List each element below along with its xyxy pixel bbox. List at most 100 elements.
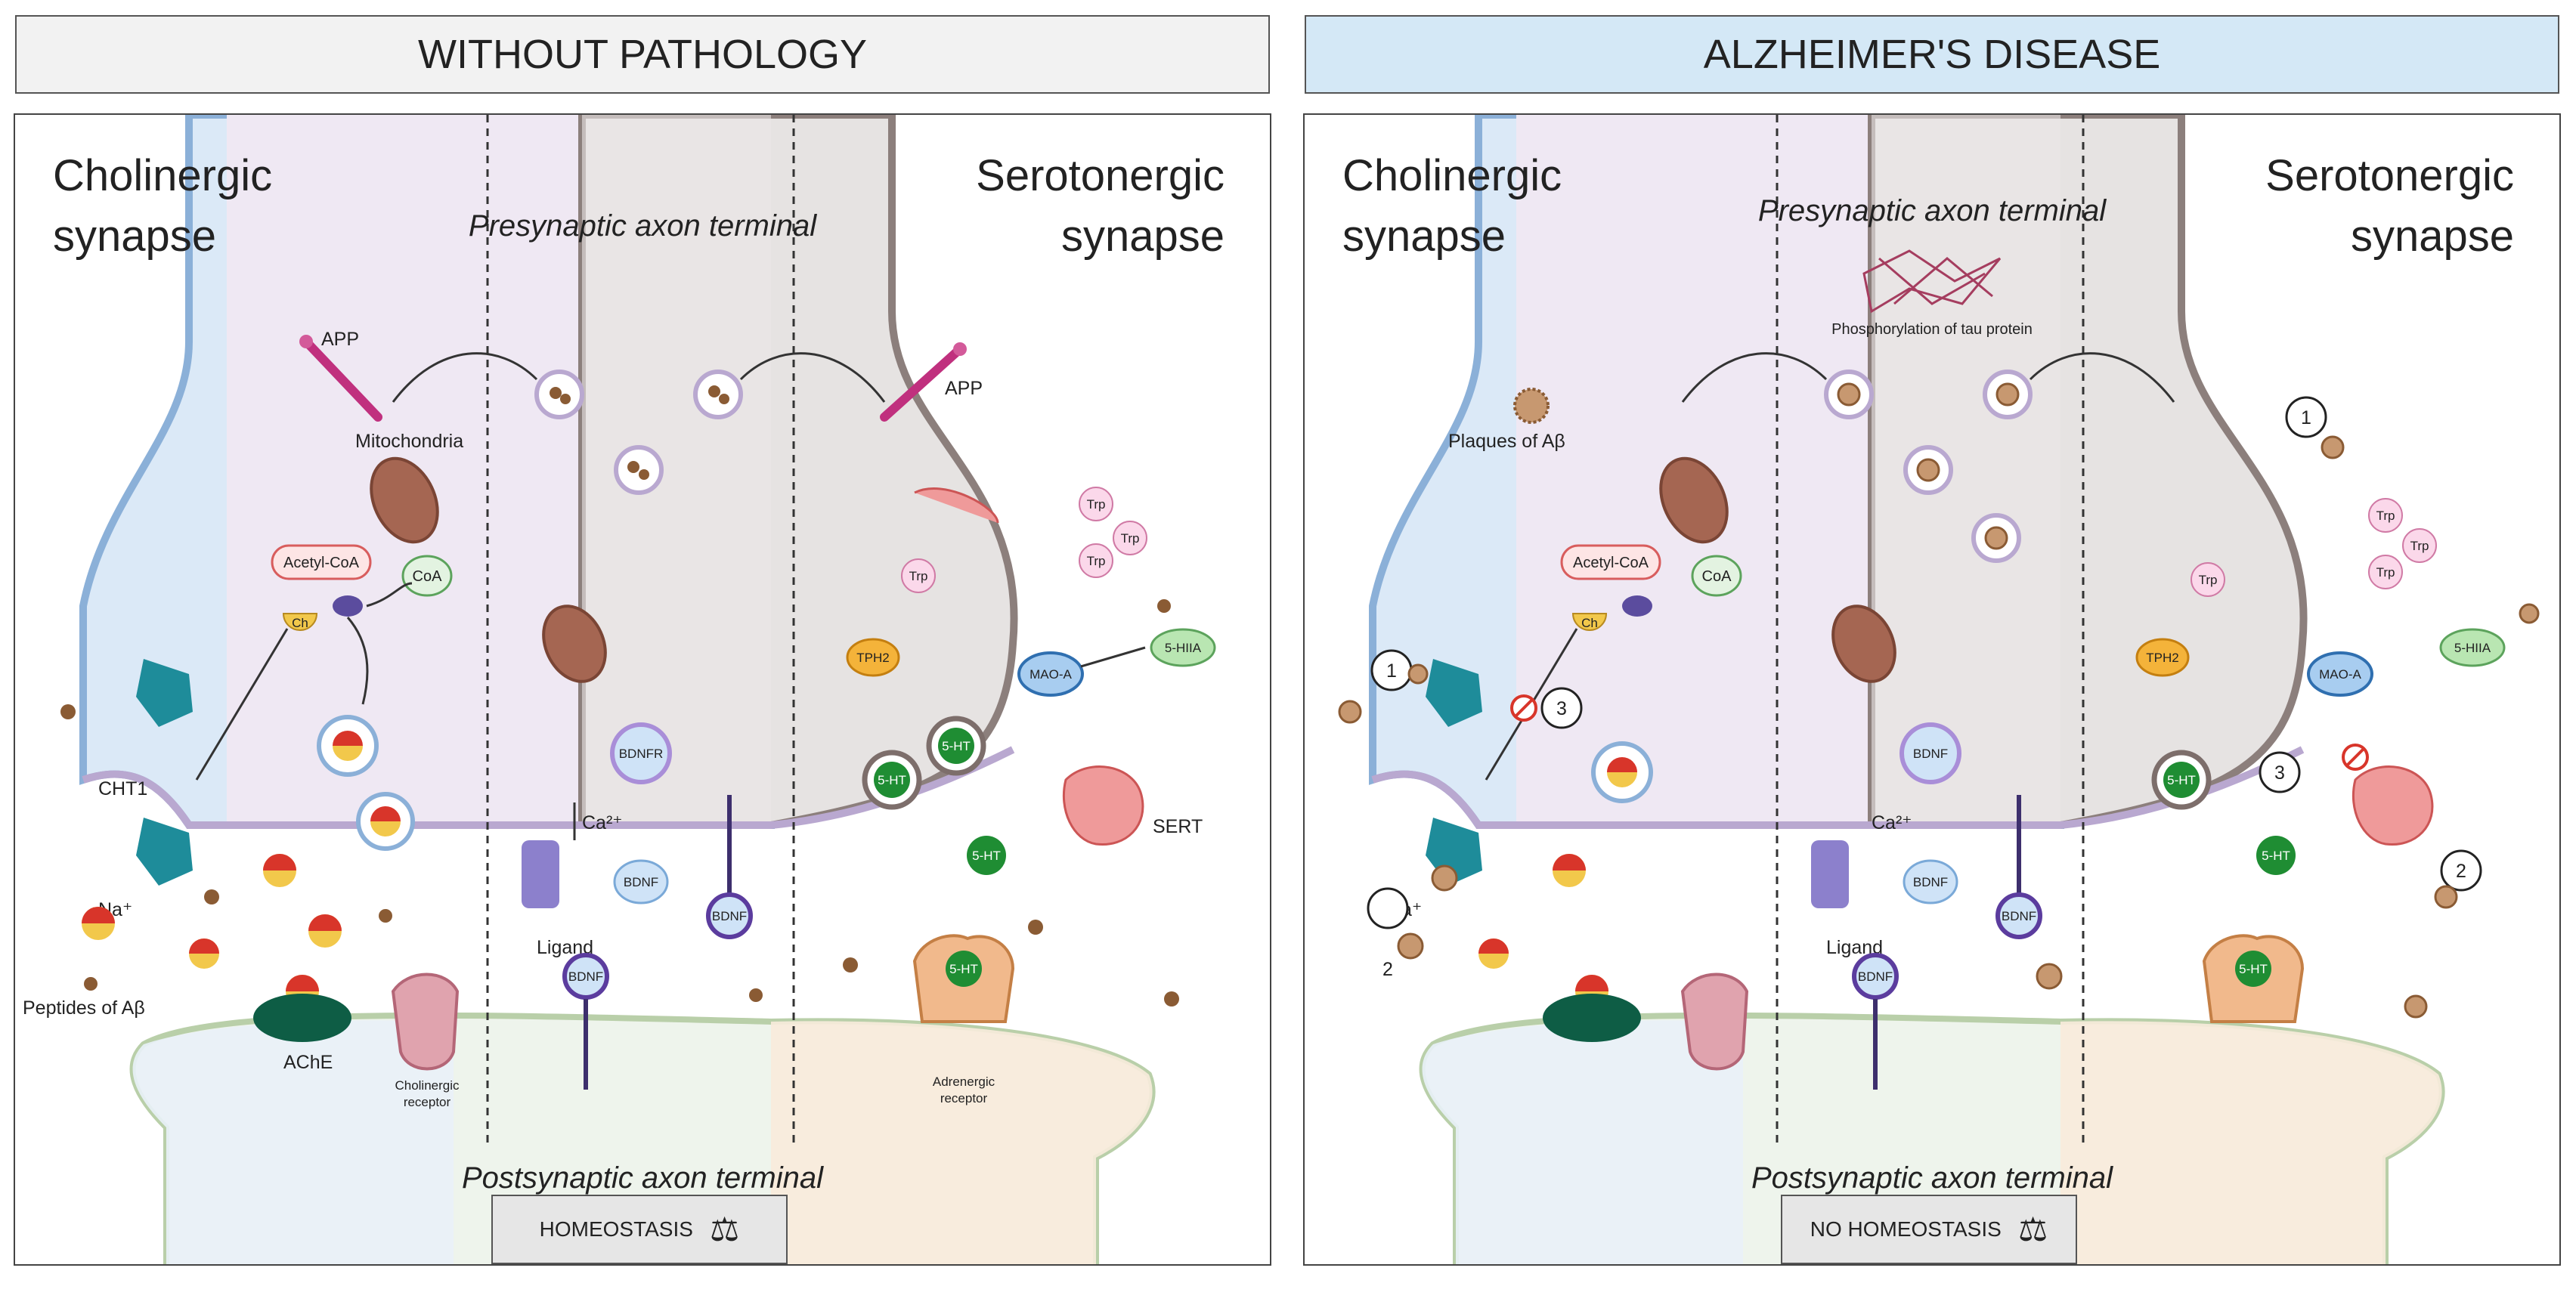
5ht-label: 5-HT (2167, 773, 2196, 787)
panel-title-alzheimers: ALZHEIMER'S DISEASE (1305, 15, 2559, 94)
bdnf-post-label: BDNF (1858, 969, 1893, 984)
calcium-channel (522, 840, 559, 908)
bdnf-pre-label: BDNF (2002, 909, 2036, 923)
cholinergic-title-line2: synapse (53, 212, 216, 261)
no-homeostasis-badge: NO HOMEOSTASIS ⚖ (1781, 1195, 2077, 1264)
bdnf-label: BDNF (624, 875, 658, 889)
sert-transporter (2352, 765, 2434, 846)
sert-transporter (1062, 765, 1144, 846)
amyloid-plaques (1338, 435, 2540, 1019)
homeostasis-label: NO HOMEOSTASIS (1810, 1217, 2002, 1241)
marker-2-right-label: 2 (2456, 861, 2466, 882)
marker-2-left (1367, 887, 1409, 929)
marker-3-left (1540, 687, 1583, 729)
presynaptic-label: Presynaptic axon terminal (469, 209, 817, 243)
acetyl-coa-label: Acetyl-CoA (1573, 555, 1649, 571)
5-hiaa (1150, 628, 1216, 667)
5-hiaa-label: 5-HIIA (2454, 641, 2491, 655)
ache-enzyme (1543, 994, 1641, 1042)
presynaptic-membrane (82, 746, 1015, 829)
plaques-label: Plaques of Aβ (1448, 431, 1565, 452)
ach-vesicle (1591, 741, 1653, 803)
cholinergic-title-line1: Cholinergic (53, 151, 272, 200)
amyloid-vesicle (1983, 370, 2033, 419)
serotonergic-title-line2: synapse (2351, 212, 2514, 261)
bdnf-vesicle-label: BDNF (1913, 747, 1948, 761)
trp-label: Trp (1121, 531, 1140, 546)
homeostasis-badge: HOMEOSTASIS ⚖ (491, 1195, 788, 1264)
presynaptic-label: Presynaptic axon terminal (1758, 194, 2107, 227)
trp-label: Trp (2376, 509, 2395, 523)
bdnf-receptor-post (562, 953, 609, 1090)
calcium-label: Ca²⁺ (582, 812, 622, 833)
amyloid-vesicle (534, 370, 584, 419)
ach-vesicle (356, 792, 415, 851)
coa (401, 555, 453, 597)
postsynaptic-label: Postsynaptic axon terminal (462, 1161, 824, 1195)
adrenergic-receptor-label-2: receptor (940, 1091, 988, 1105)
mitochondria-label: Mitochondria (355, 431, 463, 452)
5-hiaa-label: 5-HIIA (1165, 641, 1202, 655)
5ht-label: 5-HT (942, 739, 971, 753)
tph2-label: TPH2 (856, 651, 889, 665)
adrenergic-receptor-label-1: Adrenergic (933, 1075, 995, 1089)
serotonin-molecule (967, 836, 1006, 875)
amyloid-vesicle (1971, 513, 2021, 563)
trp-label: Trp (909, 569, 928, 583)
overlap-region (582, 115, 771, 825)
acetyl-coa-label: Acetyl-CoA (283, 555, 360, 571)
peptides-label: Peptides of Aβ (23, 997, 145, 1019)
bdnf-post-label: BDNF (568, 969, 603, 984)
5ht-label: 5-HT (878, 773, 906, 787)
serotonergic-title-line1: Serotonergic (976, 151, 1225, 200)
chat-enzyme (333, 595, 363, 617)
choline-label: Ch (292, 616, 308, 630)
cholinergic-receptor-label-1: Cholinergic (395, 1078, 460, 1093)
coa (1691, 555, 1742, 597)
marker-1-left-label: 1 (1386, 660, 1397, 682)
coa-label: CoA (413, 568, 443, 585)
panel-alzheimers: Cholinergic synapse Serotonergic synapse… (1303, 113, 2561, 1266)
marker-2-right (2440, 849, 2482, 892)
cholinergic-title-line1: Cholinergic (1342, 151, 1562, 200)
trp-label: Trp (2376, 565, 2395, 580)
trp-label: Trp (2410, 539, 2429, 553)
amyloid-vesicle (1903, 445, 1953, 495)
bdnf-pre-label: BDNF (712, 909, 747, 923)
trp-molecule (1113, 521, 1147, 555)
sert-label: SERT (1153, 816, 1203, 837)
mitochondria (1831, 605, 1896, 683)
arrow (392, 352, 538, 403)
5ht-cleft-label: 5-HT (972, 849, 1001, 863)
choline-label: Ch (1581, 616, 1598, 630)
cht1-transporter (136, 818, 193, 886)
cholinergic-transporter-upper (136, 659, 193, 727)
amyloid-plaque (1513, 388, 1550, 424)
cholinergic-receptor (1680, 972, 1749, 1071)
5ht-bound-label: 5-HT (2239, 962, 2268, 976)
ache-enzyme (253, 994, 351, 1042)
cholinergic-title-line2: synapse (1342, 212, 1506, 261)
5ht-cleft-label: 5-HT (2262, 849, 2290, 863)
app-label-left: APP (321, 329, 359, 350)
serotonergic-title-line1: Serotonergic (2265, 151, 2514, 200)
ach-molecule (189, 938, 219, 969)
amyloid-vesicle (614, 445, 664, 495)
bdnf-label: BDNF (1913, 875, 1948, 889)
trp-molecule (1079, 543, 1113, 578)
mitochondria (370, 456, 439, 544)
trp-label: Trp (2199, 573, 2218, 587)
mitochondria (1659, 456, 1729, 544)
ach-vesicle (317, 715, 379, 777)
mao-a-label: MAO-A (2319, 667, 2361, 682)
marker-1-right-label: 1 (2301, 407, 2311, 428)
mitochondria (542, 605, 607, 683)
scale-icon: ⚖ (709, 1211, 740, 1248)
bdnfr-receptor (610, 722, 672, 784)
app-label-right: APP (945, 378, 983, 399)
arrow (739, 352, 886, 403)
amyloid-vesicle (693, 370, 743, 419)
cholinergic-transporter-upper (1426, 659, 1482, 727)
marker-3-right-label: 3 (2274, 762, 2285, 784)
ache-label: AChE (283, 1052, 333, 1073)
